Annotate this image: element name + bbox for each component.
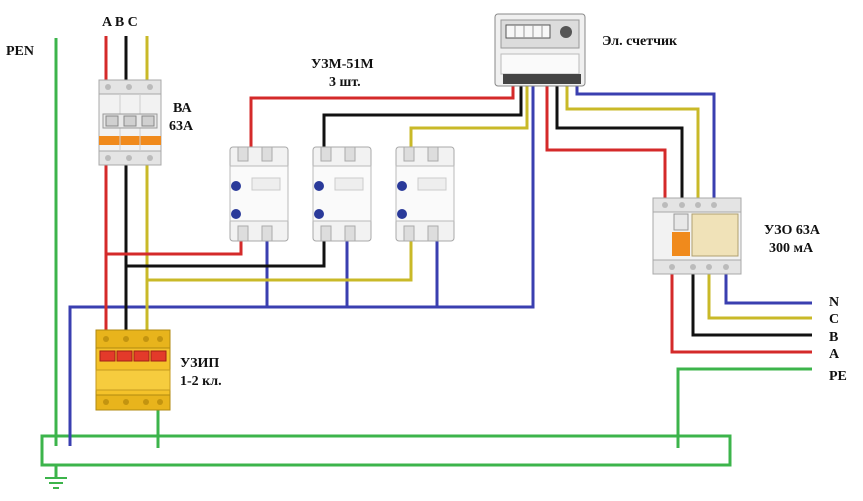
earth-ground-icon — [45, 477, 67, 489]
circuit-breaker — [98, 79, 162, 166]
meter-label: Эл. счетчик — [602, 34, 678, 49]
output-a-label: A — [829, 347, 840, 362]
breaker-name-label: ВА — [173, 101, 192, 116]
phases-label: A B C — [102, 15, 138, 30]
voltage-relay-1 — [229, 146, 289, 242]
breaker-rating-label: 63А — [169, 119, 194, 134]
electric-meter — [494, 13, 586, 87]
output-c-label: C — [829, 312, 839, 327]
output-n-label: N — [829, 295, 839, 310]
rcd-rating-label: 300 мА — [769, 241, 814, 256]
ground-wires — [40, 38, 812, 478]
rcd-device — [652, 197, 742, 275]
rcd-name-label: УЗО 63А — [764, 223, 821, 238]
relay-count-label: 3 шт. — [329, 75, 361, 90]
surge-protector — [95, 329, 171, 411]
pen-label: PEN — [6, 44, 34, 59]
relay-name-label: УЗМ-51М — [311, 57, 374, 72]
voltage-relay-3 — [395, 146, 455, 242]
spd-name-label: УЗИП — [180, 356, 219, 371]
phase-b-wires — [124, 36, 812, 337]
output-b-label: B — [829, 330, 838, 345]
output-pe-label: PE — [829, 369, 847, 384]
spd-class-label: 1-2 кл. — [180, 374, 222, 389]
voltage-relay-2 — [312, 146, 372, 242]
phase-c-wires — [145, 36, 812, 337]
phase-a-wires — [104, 36, 812, 354]
neutral-wires — [68, 84, 812, 446]
